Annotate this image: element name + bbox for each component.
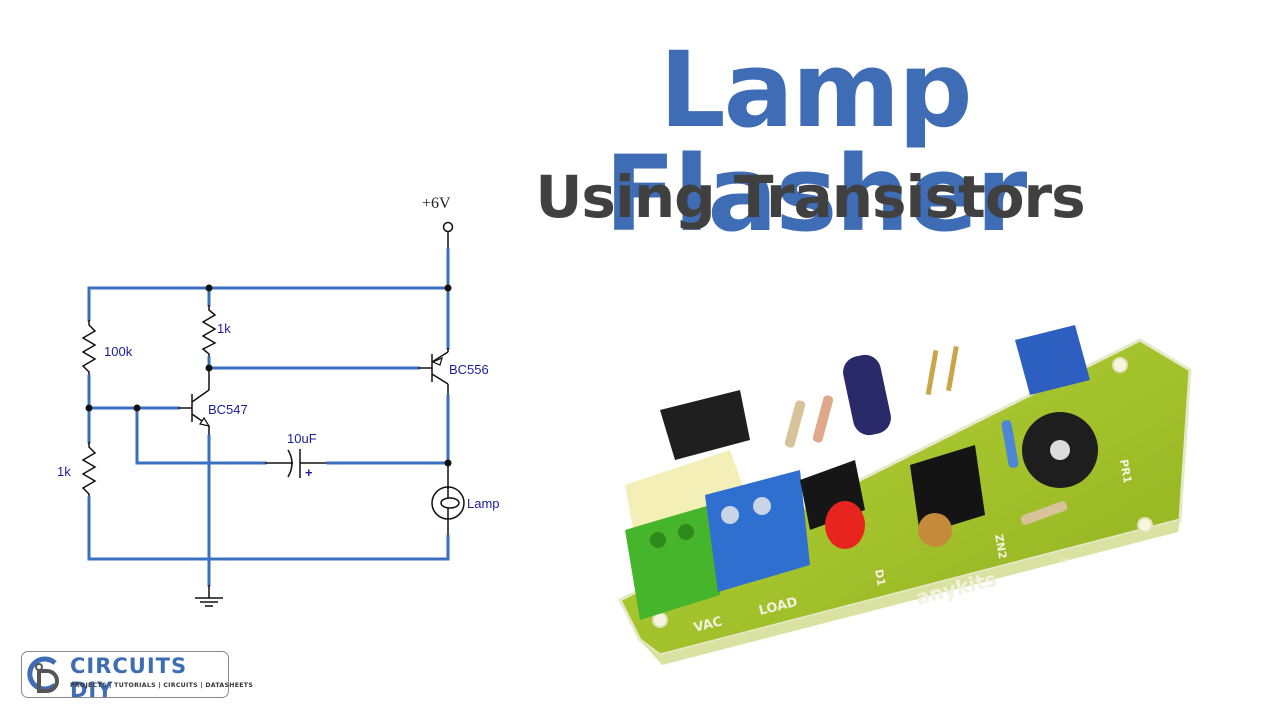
page-subtitle: Using Transistors xyxy=(535,163,1085,231)
relay-component xyxy=(660,390,750,460)
junction-dot xyxy=(205,364,213,372)
junction-dot xyxy=(205,284,213,292)
pcb-label-pr1: PR1 xyxy=(1117,458,1134,484)
junction-dot xyxy=(133,404,141,412)
page-title: Lamp Flasher xyxy=(604,29,1028,255)
pcb-label-zn2: ZN2 xyxy=(992,533,1009,560)
terminal-block-blue xyxy=(705,470,810,592)
capacitor-10uf-curved-plate xyxy=(287,449,293,478)
transistor-bc556-label: BC556 xyxy=(449,362,489,377)
circuit-schematic: +6V 100k 1k 1k BC547 xyxy=(57,195,500,607)
trimmer-potentiometer xyxy=(1015,325,1090,395)
relay-cover xyxy=(625,450,748,540)
transistor-bc547-label: BC547 xyxy=(208,402,248,417)
supply-terminal xyxy=(442,221,454,233)
transistor-bc556 xyxy=(418,348,449,396)
pcb-label-vac: VAC xyxy=(692,614,724,636)
ground-icon xyxy=(195,585,223,607)
red-led xyxy=(825,501,865,549)
pcb-brand-tm: TM xyxy=(1058,557,1071,568)
junction-dot xyxy=(85,404,93,412)
capacitor-polarity: + xyxy=(305,465,313,480)
supply-label: +6V xyxy=(422,195,451,212)
electrolytic-capacitor xyxy=(843,354,891,436)
transistor-bc547 xyxy=(178,389,211,436)
capacitor-10uf-label: 10uF xyxy=(287,431,317,446)
pcb-edge xyxy=(640,520,1180,665)
ceramic-capacitor xyxy=(918,513,952,547)
pcb-product-photo: anykits TM VAC LOAD PR1 ZN2 D1 xyxy=(617,325,1192,665)
lamp-label: Lamp xyxy=(467,496,500,511)
terminal-block-green xyxy=(625,505,720,620)
pcb-label-d1: D1 xyxy=(872,568,888,587)
resistor-1k-collector-label: 1k xyxy=(217,321,231,336)
circuits-diy-mark-icon xyxy=(27,656,59,693)
ic-chip xyxy=(910,445,985,535)
junction-dot xyxy=(444,459,452,467)
resistor-1k-bias-label: 1k xyxy=(57,464,71,479)
resistor-1k-collector xyxy=(201,305,217,358)
logo-name: CIRCUITS DIY xyxy=(70,654,188,702)
resistor-1k-bias xyxy=(81,442,97,498)
junction-dot xyxy=(444,284,452,292)
resistor-100k-label: 100k xyxy=(104,344,133,359)
logo-tagline: PROJECTS | TUTORIALS | CIRCUITS | DATASH… xyxy=(70,682,254,689)
lamp-icon xyxy=(431,486,465,520)
resistor-100k xyxy=(81,320,97,376)
circuits-diy-logo[interactable]: CIRCUITS DIY PROJECTS | TUTORIALS | CIRC… xyxy=(21,651,253,702)
